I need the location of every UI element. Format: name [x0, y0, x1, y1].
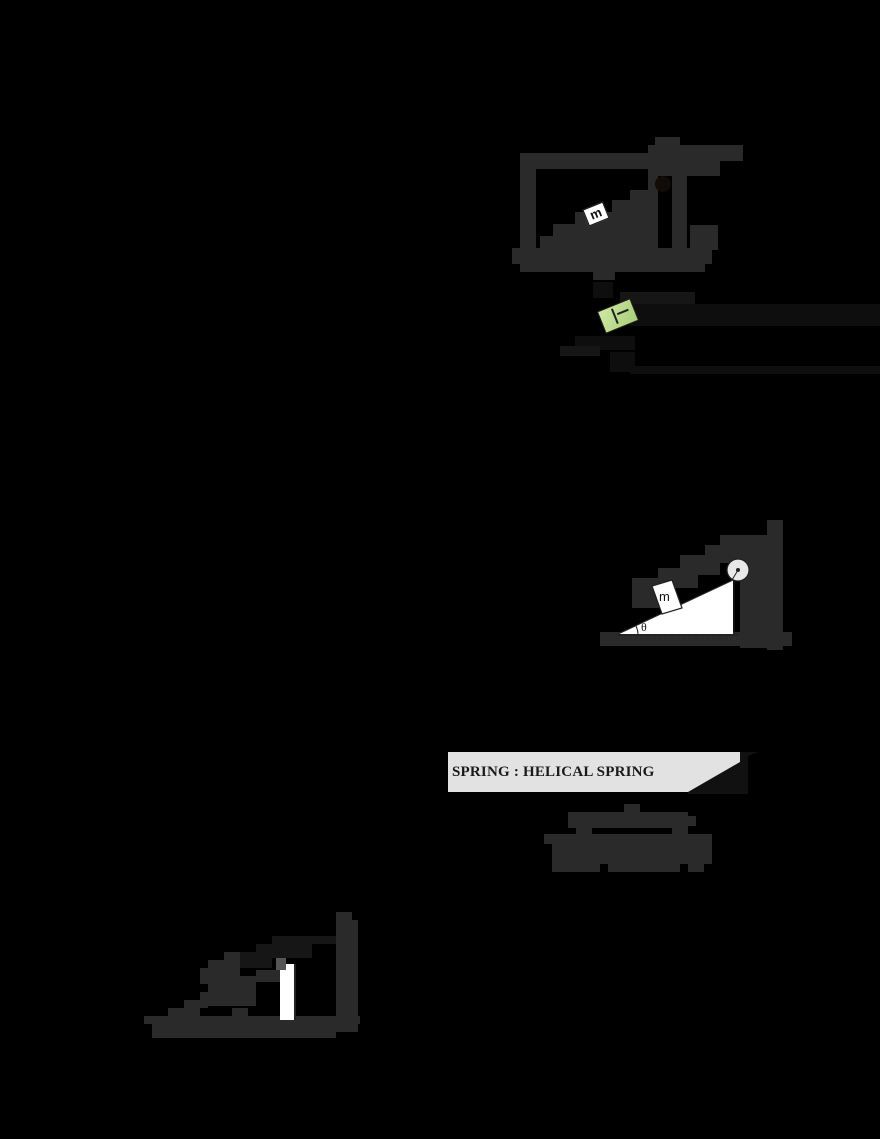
incline-diagram [617, 558, 750, 641]
mask-block [512, 248, 712, 264]
white-post [280, 964, 296, 1020]
mask-block [553, 224, 578, 252]
mask-block [593, 282, 613, 298]
mask-block [672, 826, 688, 836]
mask-block [648, 145, 743, 161]
mask-block [520, 153, 536, 253]
mask-block [672, 176, 687, 256]
block-mark [616, 308, 629, 316]
mask-block [648, 160, 720, 176]
mask-block [520, 262, 705, 272]
pivot-dot [655, 176, 671, 192]
mask-block [520, 153, 670, 169]
mask-block [624, 804, 640, 814]
label-corner-mask [688, 752, 758, 794]
mask-block [256, 970, 280, 982]
mask-block [576, 826, 592, 836]
mask-block [560, 346, 600, 356]
mask-block [184, 1000, 208, 1008]
mask-block [346, 920, 358, 1032]
mask-block [552, 842, 712, 864]
mask-block [200, 992, 240, 1006]
mask-block [612, 200, 632, 250]
mask-block [232, 1008, 248, 1018]
mask-block [648, 176, 658, 248]
block-mark [610, 308, 619, 324]
mask-block [544, 834, 712, 844]
mask-block [680, 816, 696, 826]
mask-block [272, 936, 336, 944]
mask-block [552, 862, 600, 872]
mask-block [568, 812, 688, 828]
spring-label-band [448, 752, 740, 792]
mask-block [630, 366, 880, 374]
mask-block [200, 968, 216, 984]
mask-block [630, 190, 652, 250]
mask-block [224, 952, 240, 960]
mask-block [593, 270, 615, 280]
mask-block [767, 520, 783, 650]
mask-block [240, 952, 272, 968]
spring-label: SPRING : HELICAL SPRING [452, 764, 655, 780]
mask-block [688, 862, 704, 872]
mask-block [690, 225, 718, 250]
mask-block [144, 1016, 360, 1024]
mask-block [608, 862, 680, 872]
mask-block [620, 292, 695, 307]
post-mask [276, 958, 286, 970]
mass-label: m [659, 589, 670, 604]
mask-block [610, 352, 635, 372]
mask-block [152, 1022, 336, 1038]
mask-block [168, 1008, 200, 1016]
angle-label: θ [641, 620, 647, 634]
mask-block [630, 304, 880, 326]
